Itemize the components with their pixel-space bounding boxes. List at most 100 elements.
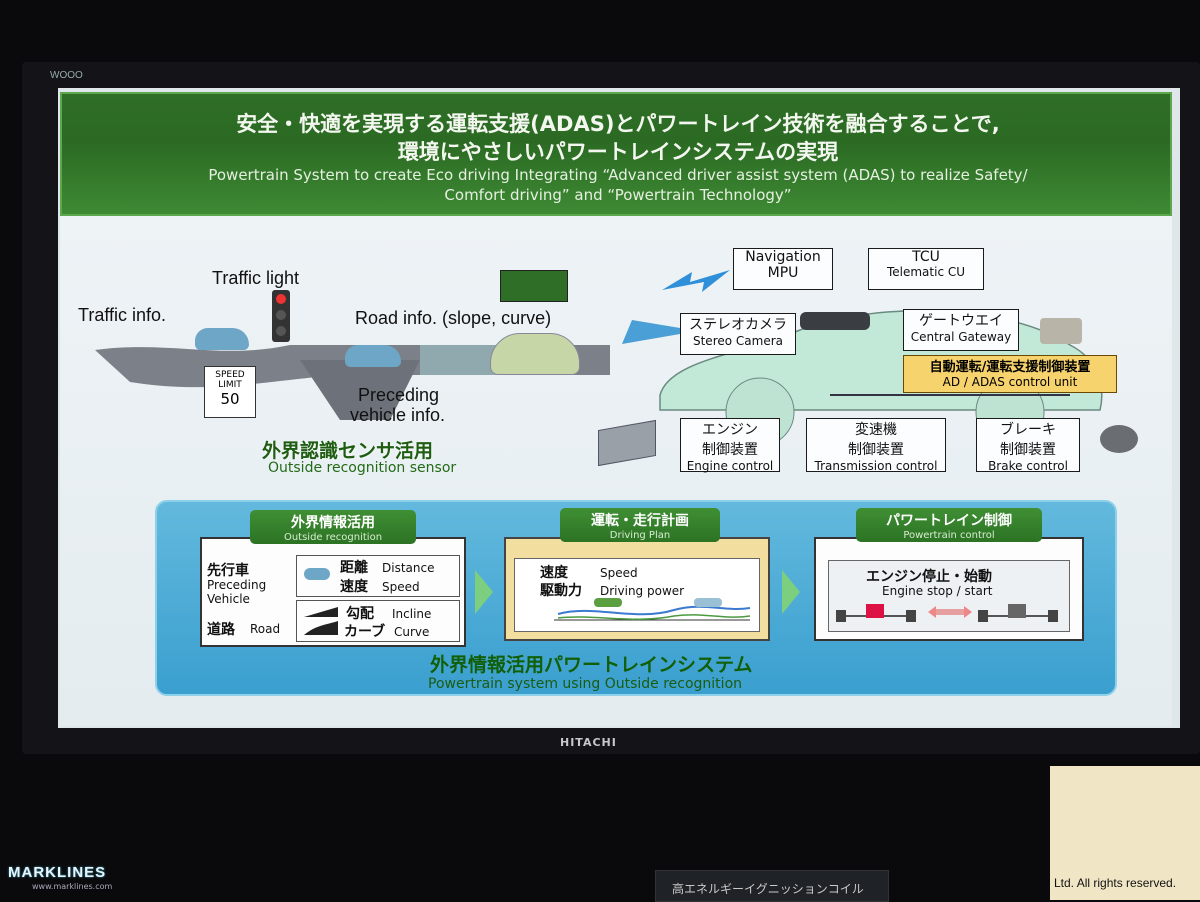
car-2 [345,345,401,367]
marklines-url: www.marklines.com [32,882,113,891]
adas-en: AD / ADAS control unit [942,375,1078,389]
monitor-brand-bottom: HITACHI [560,736,617,749]
preceding-en2: Vehicle [207,592,250,606]
adas-unit-box: 自動運転/運転支援制御装置 AD / ADAS control unit [903,355,1117,393]
incline-en: Incline [392,607,432,621]
title-banner: 安全・快適を実現する運転支援(ADAS)とパワートレイン技術を融合することで, … [60,92,1172,216]
engine-stop-start-en: Engine stop / start [882,584,993,598]
trans-jp2: 制御装置 [848,442,904,458]
preceding-label-line2: vehicle info. [350,405,446,425]
product-sign-text: 高エネルギーイグニッションコイル [672,882,864,896]
sec2-tag-jp: 運転・走行計画 [591,513,689,529]
plan-graph [554,598,751,621]
banner-title-line1: 安全・快適を実現する運転支援(ADAS)とパワートレイン技術を融合することで, [236,112,1000,136]
wireless-signal-icon [662,270,730,292]
distance-jp: 距離 [340,560,368,576]
car-3 [490,333,580,375]
stereo-en: Stereo Camera [692,334,783,348]
stereo-jp: ステレオカメラ [689,317,787,333]
copyright-text: Ltd. All rights reserved. [1054,876,1177,890]
trans-en: Transmission control [814,459,938,473]
banner-subtitle-line2: Comfort driving” and “Powertrain Technol… [444,186,792,204]
incline-curve-box [296,600,460,642]
sign-line2: LIMIT [218,380,242,390]
trans-jp1: 変速機 [855,422,897,438]
brake-jp1: ブレーキ [1000,422,1056,438]
banner-title-line2: 環境にやさしいパワートレインシステムの実現 [397,140,839,164]
plan-speed-en: Speed [600,566,638,580]
tcu-line1: TCU [912,249,940,265]
brake-en: Brake control [988,459,1068,473]
navigation-box: Navigation MPU [733,248,833,290]
flow-arrow-1 [475,570,493,614]
system-title-en: Powertrain system using Outside recognit… [428,676,743,692]
road-info-label: Road info. (slope, curve) [355,308,552,328]
powertrain-control-inner [828,560,1070,632]
road-en: Road [250,622,281,636]
sec3-tag-jp: パワートレイン制御 [886,513,1012,529]
sec3-tag-en: Powertrain control [903,530,995,541]
navigation-line2: MPU [767,265,799,281]
engine-en: Engine control [686,459,774,473]
stereo-camera-box: ステレオカメラ Stereo Camera [680,313,796,355]
traffic-info-label: Traffic info. [78,305,167,325]
system-title-jp: 外界情報活用パワートレインシステム [430,654,753,676]
outside-recognition-tag: 外界情報活用 Outside recognition [250,510,416,544]
speed-jp: 速度 [340,579,368,595]
speed-en: Speed [382,580,420,594]
marklines-watermark: MARKLINES [8,864,107,881]
adas-jp: 自動運転/運転支援制御装置 [929,360,1091,375]
road-jp: 道路 [207,622,235,638]
powertrain-control-tag: パワートレイン制御 Powertrain control [856,508,1042,542]
gateway-photo [1040,318,1082,344]
engine-jp2: 制御装置 [702,442,758,458]
speed-limit-sign: SPEED LIMIT 50 [204,366,256,418]
sec1-tag-jp: 外界情報活用 [291,515,375,531]
curve-en: Curve [394,625,430,639]
gateway-en: Central Gateway [910,330,1012,344]
distance-speed-box [296,555,460,597]
gateway-jp: ゲートウエイ [919,313,1003,329]
brake-photo [1100,425,1138,453]
sec2-tag-en: Driving Plan [609,530,671,541]
gateway-box: ゲートウエイ Central Gateway [903,309,1019,351]
engine-stop-start-jp: エンジン停止・始動 [866,569,992,585]
camera-beam-icon [622,320,680,344]
paper-sheet [1050,766,1200,900]
traffic-light-icon [272,290,290,342]
traffic-light-label: Traffic light [212,268,300,288]
monitor-brand-top: WOOO [50,70,83,81]
engine-control-box: エンジン 制御装置 Engine control [680,418,780,473]
camera-photo [800,312,870,330]
road-branch [300,360,420,420]
engine-jp1: エンジン [702,422,758,438]
transmission-control-box: 変速機 制御装置 Transmission control [806,418,946,473]
small-car-icon [304,568,330,580]
sec1-tag-en: Outside recognition [283,532,383,543]
sensor-title-jp: 外界認識センサ活用 [262,440,434,462]
product-sign: 高エネルギーイグニッションコイル [655,870,889,902]
tcu-line2: Telematic CU [886,265,966,279]
preceding-label-line1: Preceding [358,385,440,405]
plan-speed-jp: 速度 [540,565,568,581]
drivetrain-icons [836,604,1058,622]
brake-control-box: ブレーキ 制御装置 Brake control [976,418,1080,473]
incline-curve-icon [304,607,338,635]
tcu-box: TCU Telematic CU [868,248,984,290]
driving-plan-tag: 運転・走行計画 Driving Plan [560,508,720,542]
preceding-jp: 先行車 [207,563,249,579]
incline-jp: 勾配 [346,606,374,622]
banner-subtitle-line1: Powertrain System to create Eco driving … [208,166,1028,184]
flow-arrow-2 [782,570,800,614]
road-map-icon [500,270,568,302]
car-1 [195,328,249,350]
navigation-line1: Navigation [745,249,821,265]
preceding-en1: Preceding [207,578,267,592]
sensor-title-en: Outside recognition sensor [268,460,457,476]
sign-value: 50 [220,390,240,408]
curve-jp: カーブ [344,624,386,640]
brake-jp2: 制御装置 [1000,442,1056,458]
sign-line1: SPEED [215,370,245,380]
plan-power-en: Driving power [600,584,685,598]
distance-en: Distance [382,561,435,575]
